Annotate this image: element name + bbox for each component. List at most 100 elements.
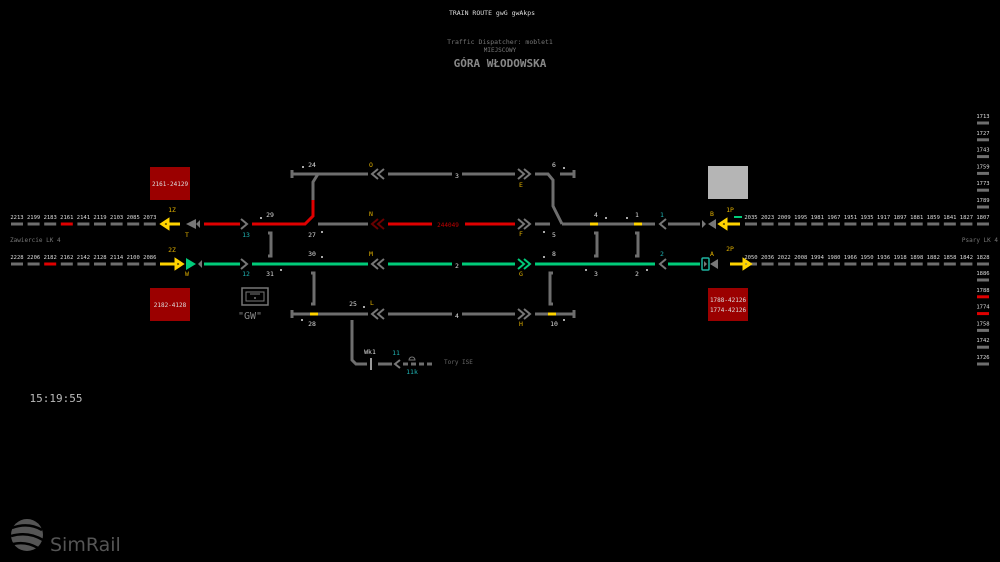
block-section[interactable]	[77, 262, 90, 266]
switch-8-label[interactable]: 8	[552, 250, 556, 258]
switch-24-label[interactable]: 24	[308, 161, 316, 169]
block-section[interactable]	[44, 222, 57, 226]
block-section[interactable]	[976, 262, 989, 266]
block-section[interactable]	[977, 121, 989, 125]
block-section[interactable]	[927, 262, 940, 266]
block-section[interactable]	[977, 295, 989, 299]
signal-O[interactable]	[370, 168, 385, 180]
signal-G[interactable]	[517, 258, 532, 270]
block-section[interactable]	[27, 222, 40, 226]
switch-28-label[interactable]: 28	[308, 320, 316, 328]
switch-5-label[interactable]: 5	[552, 231, 556, 239]
train-box-right-bottom[interactable]: 1788-42126 1774-42126	[708, 288, 748, 321]
block-section[interactable]	[877, 222, 890, 226]
block-section[interactable]	[977, 188, 989, 192]
block-section[interactable]	[977, 138, 989, 142]
block-section[interactable]	[761, 222, 774, 226]
block-section[interactable]	[977, 205, 989, 209]
block-section[interactable]	[827, 262, 840, 266]
switch-31-label[interactable]: 31	[266, 270, 274, 278]
block-section[interactable]	[794, 262, 807, 266]
switch-4-label[interactable]: 4	[594, 211, 598, 219]
empty-train-box[interactable]	[708, 166, 748, 199]
block-section[interactable]	[110, 262, 123, 266]
block-section[interactable]	[761, 262, 774, 266]
signal-1[interactable]	[658, 218, 667, 230]
block-section[interactable]	[844, 222, 857, 226]
block-section[interactable]	[860, 222, 873, 226]
block-section[interactable]	[977, 312, 989, 316]
block-section[interactable]	[27, 262, 40, 266]
signal-2Z[interactable]: 2Z W	[160, 246, 202, 278]
block-section[interactable]	[976, 222, 989, 226]
block-section[interactable]	[127, 262, 140, 266]
signal-A-selected[interactable]	[701, 257, 710, 271]
block-section[interactable]	[811, 222, 824, 226]
block-section[interactable]	[827, 222, 840, 226]
signal-H[interactable]	[517, 308, 532, 320]
switch-3-label[interactable]: 3	[594, 270, 598, 278]
signal-L[interactable]	[370, 308, 385, 320]
switch-25-label[interactable]: 25	[349, 300, 357, 308]
block-section[interactable]	[960, 222, 973, 226]
gw-building-icon[interactable]: "GW"	[238, 287, 269, 322]
block-section[interactable]	[877, 262, 890, 266]
signal-13[interactable]	[240, 218, 249, 230]
block-section[interactable]	[910, 262, 923, 266]
switch-10-label[interactable]: 10	[550, 320, 558, 328]
block-section[interactable]	[860, 262, 873, 266]
block-section[interactable]	[778, 262, 791, 266]
block-section[interactable]	[894, 222, 907, 226]
block-section[interactable]	[794, 222, 807, 226]
block-section[interactable]	[778, 222, 791, 226]
switch-2-label[interactable]: 2	[635, 270, 639, 278]
signal-12[interactable]	[240, 258, 249, 270]
signal-2P[interactable]	[730, 257, 753, 271]
block-section[interactable]	[44, 262, 57, 266]
signal-B[interactable]	[702, 219, 716, 229]
block-section[interactable]	[943, 262, 956, 266]
train-box-left-bottom[interactable]: 2182-4128	[150, 288, 190, 321]
block-section[interactable]	[745, 222, 757, 226]
block-section[interactable]	[11, 262, 23, 266]
block-section[interactable]	[977, 328, 989, 332]
block-section[interactable]	[77, 222, 90, 226]
signal-F[interactable]	[517, 218, 532, 230]
block-section[interactable]	[844, 262, 857, 266]
block-section[interactable]	[960, 262, 973, 266]
block-section[interactable]	[943, 222, 956, 226]
switch-27-label[interactable]: 27	[308, 231, 316, 239]
switch-29-label[interactable]: 29	[266, 211, 274, 219]
signal-E[interactable]	[517, 168, 532, 180]
block-section[interactable]	[127, 222, 140, 226]
switch-6-label[interactable]: 6	[552, 161, 556, 169]
block-section[interactable]	[977, 155, 989, 159]
block-section[interactable]	[143, 222, 156, 226]
signal-2[interactable]	[658, 258, 667, 270]
switch-1-label[interactable]: 1	[635, 211, 639, 219]
block-section[interactable]	[894, 262, 907, 266]
block-section[interactable]	[60, 262, 73, 266]
block-section[interactable]	[60, 222, 73, 226]
signal-11[interactable]	[393, 359, 401, 369]
block-section[interactable]	[977, 345, 989, 349]
block-section[interactable]	[110, 222, 123, 226]
block-section[interactable]	[94, 222, 106, 226]
block-section[interactable]	[910, 222, 923, 226]
signal-M[interactable]	[370, 258, 385, 270]
block-section[interactable]	[11, 222, 23, 226]
signal-N[interactable]	[370, 218, 385, 230]
block-section[interactable]	[94, 262, 106, 266]
signal-1Z[interactable]: 1Z T	[159, 206, 200, 239]
block-section[interactable]	[977, 278, 989, 282]
block-section[interactable]	[811, 262, 824, 266]
switch-30-label[interactable]: 30	[308, 250, 316, 258]
train-box-left-top[interactable]: 2161-24129	[150, 167, 190, 200]
train-number-track1[interactable]: 244049	[437, 222, 459, 229]
block-section[interactable]	[977, 171, 989, 175]
block-section[interactable]	[927, 222, 940, 226]
signal-1P[interactable]	[717, 217, 740, 231]
signal-A[interactable]	[704, 259, 718, 269]
block-section[interactable]	[977, 362, 989, 366]
block-section[interactable]	[143, 262, 156, 266]
